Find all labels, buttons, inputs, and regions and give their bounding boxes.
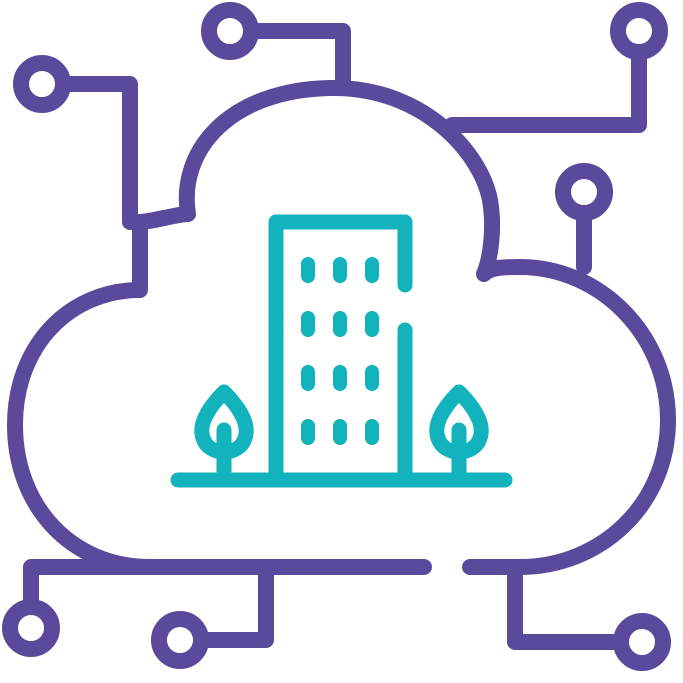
building-outline [268, 214, 413, 488]
building-windows [301, 257, 379, 445]
wire-bottom-right [507, 559, 629, 650]
wire-top-center [243, 23, 351, 96]
wire-top-right [444, 44, 647, 133]
wire-bottom-left [23, 559, 158, 615]
wire-top-left [55, 76, 138, 230]
cloud-outline [7, 79, 676, 575]
wire-bottom-center [193, 559, 274, 648]
